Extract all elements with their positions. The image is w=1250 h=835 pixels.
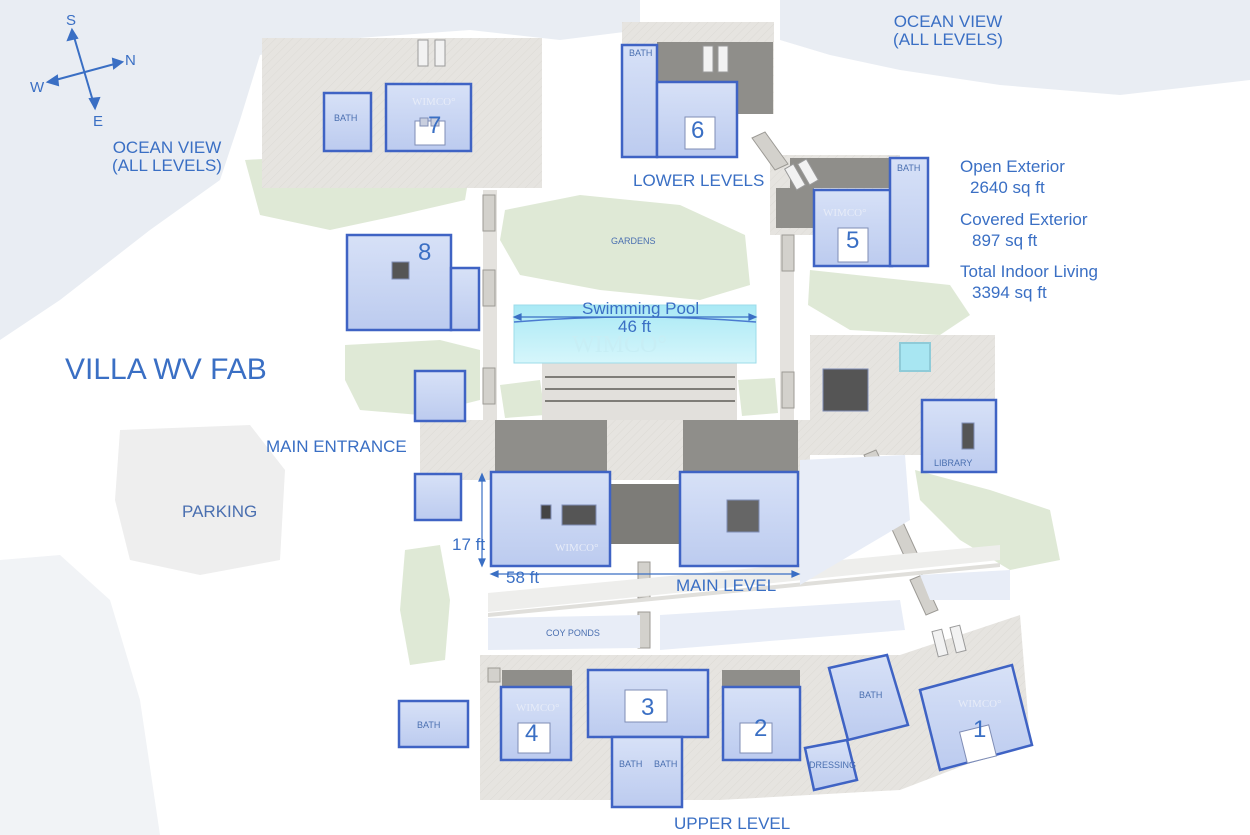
- bedroom-number-6: 6: [691, 117, 705, 144]
- library-label: LIBRARY: [934, 458, 973, 468]
- dimension-lines: [478, 313, 801, 578]
- bedroom-number-4: 4: [525, 720, 539, 747]
- bedroom-number-8: 8: [418, 239, 432, 266]
- gardens-label: GARDENS: [611, 236, 656, 246]
- hot-tub: [899, 342, 931, 372]
- bath-label-1: BATH: [859, 690, 883, 700]
- bedroom-number-5: 5: [846, 227, 860, 254]
- bath-label-5: BATH: [897, 163, 921, 173]
- bath-label-7: BATH: [334, 113, 358, 123]
- room-watermark-7: WIMCO°: [412, 96, 456, 108]
- gardens: [245, 150, 1060, 665]
- pool-width-label: 46 ft: [618, 317, 652, 336]
- main-level-label: MAIN LEVEL: [676, 576, 777, 595]
- bath-label-upper-a: BATH: [417, 720, 441, 730]
- ocean-view-left-line1: OCEAN VIEW: [112, 138, 222, 157]
- bedroom-number-1: 1: [973, 716, 987, 743]
- open-exterior-label: Open Exterior: [960, 157, 1065, 176]
- ocean-view-right-line1: OCEAN VIEW: [893, 12, 1003, 31]
- covered-exterior-value: 897 sq ft: [972, 230, 1038, 250]
- bath-label-upper-b: BATH: [619, 759, 643, 769]
- lower-levels-label: LOWER LEVELS: [633, 171, 765, 190]
- bath-label-6: BATH: [629, 48, 653, 58]
- dimension-height-label: 17 ft: [452, 535, 486, 554]
- coy-ponds: [488, 455, 1010, 650]
- bedroom-number-3: 3: [641, 694, 655, 721]
- walkways: [488, 545, 1000, 617]
- ocean-view-left-line2: (ALL LEVELS): [112, 155, 222, 175]
- ocean-view-left: OCEAN VIEW (ALL LEVELS): [112, 139, 222, 175]
- ocean-view-right-line2: (ALL LEVELS): [893, 29, 1003, 49]
- compass-west: W: [30, 79, 45, 96]
- open-exterior-value: 2640 sq ft: [970, 178, 1045, 198]
- bedroom-number-7: 7: [428, 112, 442, 139]
- lounge-chairs: [417, 39, 967, 658]
- upper-level-label: UPPER LEVEL: [674, 814, 791, 833]
- room-watermark-5: WIMCO°: [823, 207, 867, 219]
- stats-panel: Open Exterior 2640 sq ft Covered Exterio…: [960, 156, 1098, 304]
- dimension-width-label: 58 ft: [506, 568, 540, 587]
- pool-watermark: WIMCO°: [572, 332, 667, 358]
- compass-north: N: [125, 52, 136, 69]
- total-indoor-value: 3394 sq ft: [972, 283, 1047, 303]
- parking-area: [115, 425, 285, 575]
- coy-ponds-label: COY PONDS: [546, 628, 600, 638]
- bedroom-number-2: 2: [754, 715, 768, 742]
- bath-label-upper-c: BATH: [654, 759, 678, 769]
- total-indoor-label: Total Indoor Living: [960, 262, 1098, 281]
- furniture: [391, 116, 998, 764]
- pool-label: Swimming Pool: [582, 299, 700, 318]
- covered-exterior-label: Covered Exterior: [960, 209, 1088, 229]
- ocean-view-right: OCEAN VIEW (ALL LEVELS): [893, 13, 1003, 49]
- pool-steps: [545, 376, 735, 402]
- villa-title: VILLA WV FAB: [65, 353, 267, 386]
- parking-label: PARKING: [182, 502, 258, 521]
- dressing-label: DRESSING: [809, 760, 857, 770]
- room-watermark-4: WIMCO°: [516, 702, 560, 714]
- compass-south: S: [66, 12, 77, 29]
- compass-east: E: [93, 113, 104, 130]
- room-watermark-main: WIMCO°: [555, 542, 599, 554]
- compass-icon: [45, 27, 125, 111]
- swimming-pool: [513, 304, 757, 364]
- main-entrance-label: MAIN ENTRANCE: [266, 437, 407, 456]
- room-watermark-1: WIMCO°: [958, 698, 1002, 710]
